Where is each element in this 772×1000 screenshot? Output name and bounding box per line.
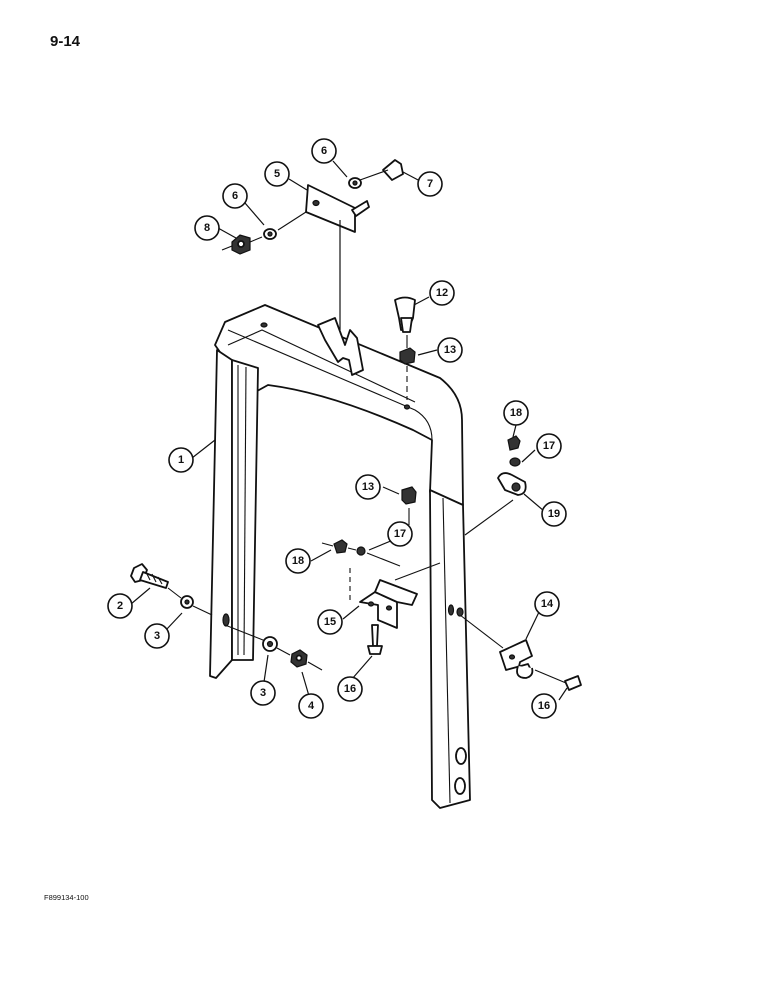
svg-text:19: 19 [548, 508, 560, 520]
callout-18: 18 [285, 548, 311, 574]
callout-2: 2 [107, 593, 133, 619]
svg-text:17: 17 [543, 440, 555, 452]
top-bracket-assembly [221, 159, 404, 330]
callout-17: 17 [387, 521, 413, 547]
figure-code: F899134-100 [44, 893, 89, 902]
left-bolt-assembly [130, 563, 323, 671]
callout-6: 6 [222, 183, 248, 209]
main-frame [209, 304, 471, 809]
svg-text:15: 15 [324, 616, 336, 628]
svg-text:6: 6 [232, 190, 238, 202]
svg-text:6: 6 [321, 145, 327, 157]
svg-text:13: 13 [362, 481, 374, 493]
clip-hardware-middle [321, 539, 401, 567]
callout-13: 13 [437, 337, 463, 363]
svg-text:5: 5 [274, 168, 280, 180]
svg-text:16: 16 [344, 683, 356, 695]
callout-1: 1 [168, 447, 194, 473]
callout-6: 6 [311, 138, 337, 164]
svg-text:18: 18 [292, 555, 304, 567]
svg-text:8: 8 [204, 222, 210, 234]
callout-5: 5 [264, 161, 290, 187]
svg-text:1: 1 [178, 454, 184, 466]
svg-text:3: 3 [260, 687, 266, 699]
leader-lines [130, 160, 568, 701]
callout-8: 8 [194, 215, 220, 241]
knob-assembly [394, 296, 417, 525]
svg-text:14: 14 [541, 598, 554, 610]
callout-4: 4 [298, 693, 324, 719]
svg-text:13: 13 [444, 344, 456, 356]
svg-text:12: 12 [436, 287, 448, 299]
svg-text:3: 3 [154, 630, 160, 642]
callout-19: 19 [541, 501, 567, 527]
callout-16: 16 [337, 676, 363, 702]
bracket-15-assembly [349, 562, 441, 655]
callout-17: 17 [536, 433, 562, 459]
svg-text:4: 4 [308, 700, 315, 712]
svg-text:18: 18 [510, 407, 522, 419]
callout-15: 15 [317, 609, 343, 635]
clip-14-assembly [456, 607, 582, 691]
callout-3: 3 [144, 623, 170, 649]
callout-18: 18 [503, 400, 529, 426]
callout-7: 7 [417, 171, 443, 197]
svg-text:16: 16 [538, 700, 550, 712]
clip-assembly-right [464, 435, 527, 536]
svg-text:17: 17 [394, 528, 406, 540]
svg-text:2: 2 [117, 600, 123, 612]
callout-3: 3 [250, 680, 276, 706]
svg-text:7: 7 [427, 178, 433, 190]
page-number: 9-14 [50, 33, 81, 50]
callout-13: 13 [355, 474, 381, 500]
callout-12: 12 [429, 280, 455, 306]
callout-16: 16 [531, 693, 557, 719]
callout-14: 14 [534, 591, 560, 617]
